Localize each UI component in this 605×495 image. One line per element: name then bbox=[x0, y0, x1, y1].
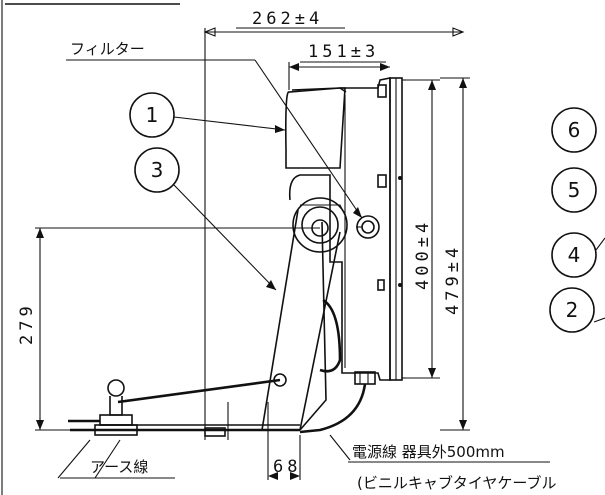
dim-text-151: 151±3 bbox=[308, 42, 379, 62]
dim-text-400: 400±4 bbox=[413, 219, 433, 290]
dim-text-479: 479±4 bbox=[443, 244, 463, 315]
dimension-lens-height: 400±4 bbox=[405, 79, 440, 379]
svg-text:5: 5 bbox=[568, 178, 581, 202]
support-arm bbox=[261, 209, 367, 434]
power-cable-callout: 電源線 器具外500mm (ビニルキャブタイヤケーブル bbox=[329, 434, 557, 492]
dimension-overall-depth: 262±4 bbox=[203, 9, 465, 440]
light-housing bbox=[285, 77, 406, 385]
earth-wire-label: アース線 bbox=[90, 458, 148, 476]
base-plate bbox=[68, 373, 300, 440]
cable-type-label: (ビニルキャブタイヤケーブル bbox=[357, 474, 557, 492]
earth-wire-callout: アース線 bbox=[57, 439, 175, 479]
dimension-body-depth: 151±3 bbox=[288, 42, 390, 90]
power-cable-label: 電源線 器具外500mm bbox=[352, 443, 505, 461]
balloon-1: 1 bbox=[129, 92, 286, 138]
dimension-pivot-height: 279 bbox=[17, 227, 320, 431]
svg-text:2: 2 bbox=[566, 298, 579, 322]
dimension-base-width: 68 bbox=[267, 435, 301, 480]
dimension-body-height: 479±4 bbox=[440, 77, 470, 431]
balloon-2: 2 bbox=[549, 287, 605, 333]
svg-text:1: 1 bbox=[146, 103, 159, 127]
dim-text-279: 279 bbox=[17, 302, 37, 345]
balloon-3: 3 bbox=[134, 147, 277, 291]
svg-text:6: 6 bbox=[568, 118, 581, 142]
balloon-4: 4 bbox=[551, 232, 605, 278]
dim-text-262: 262±4 bbox=[252, 9, 323, 29]
balloon-5: 5 bbox=[551, 167, 597, 213]
dim-text-68: 68 bbox=[273, 457, 301, 477]
filter-label: フィルター bbox=[70, 40, 145, 58]
pivot-assembly bbox=[292, 197, 380, 253]
svg-text:3: 3 bbox=[151, 158, 164, 182]
svg-text:4: 4 bbox=[568, 243, 581, 267]
balloon-6: 6 bbox=[551, 107, 597, 153]
filter-callout: フィルター bbox=[66, 40, 363, 219]
